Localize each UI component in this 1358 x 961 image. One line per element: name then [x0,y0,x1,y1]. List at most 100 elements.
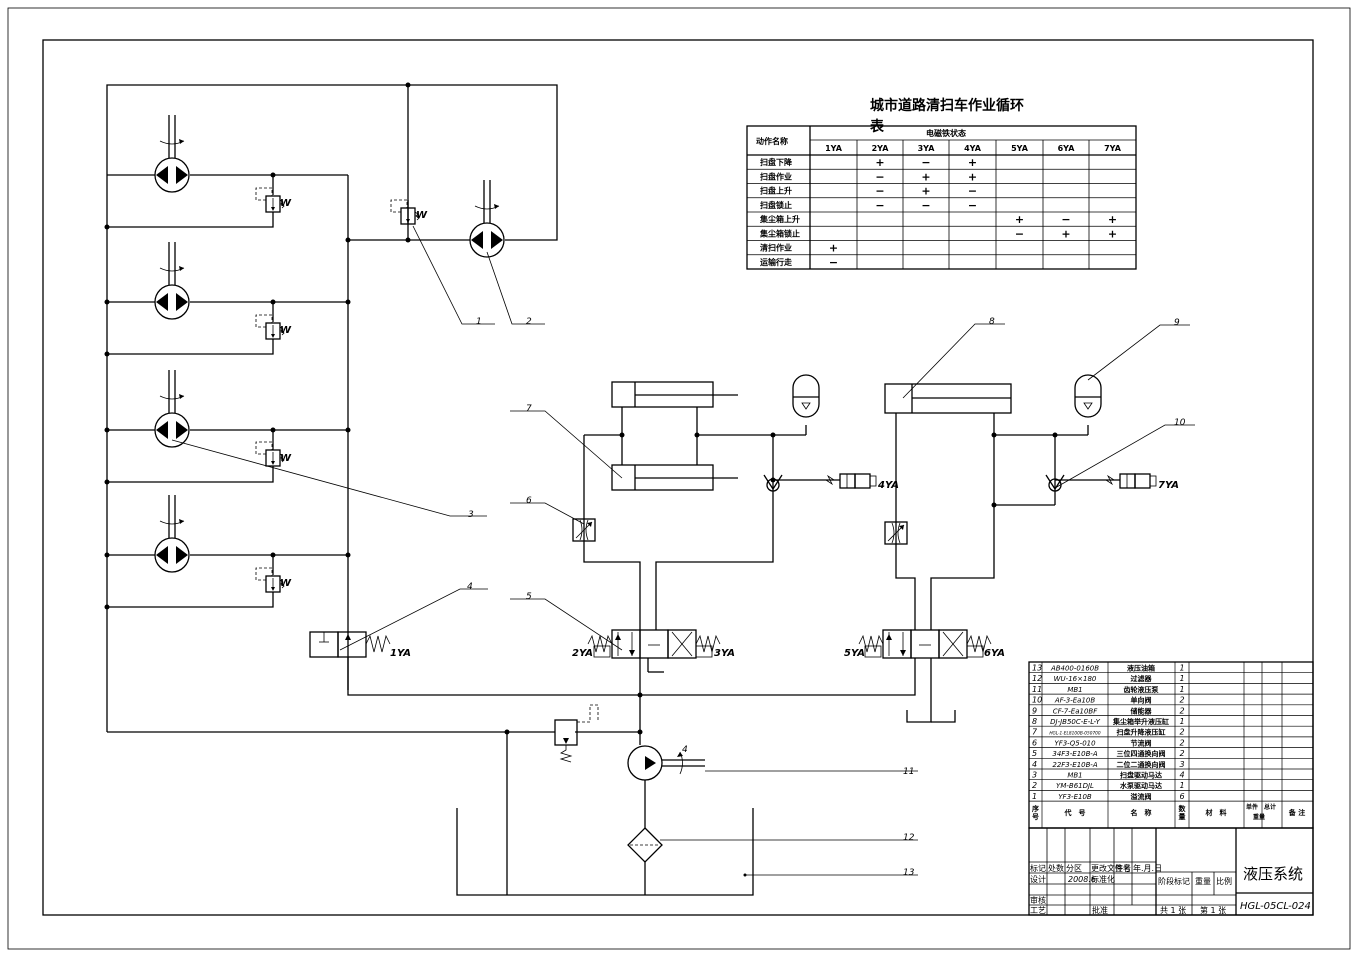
coil-label: 7YA [1158,480,1179,491]
pump-rotation-label: 4 [682,745,688,755]
bom-code: CF-7-Ea10BF [1053,707,1098,715]
bom-code: MB1 [1067,686,1082,694]
bom-qty: 6 [1179,792,1184,801]
tb-design-date: 2008.6 [1068,875,1096,884]
state-cell: + [1061,227,1070,240]
sweep-disc-cylinders: 4YA [572,374,899,630]
callout-numbers: 1 2 3 4 5 6 7 8 9 10 11 12 13 [467,317,1186,878]
column-header: 6YA [1058,144,1076,153]
state-cell: − [875,185,884,198]
bom-header: 名 称 [1131,808,1152,817]
column-header: 7YA [1104,144,1122,153]
tb-zone: 分区 [1066,864,1082,873]
column-header: 4YA [964,144,982,153]
row-name: 集尘箱锁止 [759,228,800,238]
bom-code: DJ-JB50C-E-L-Y [1050,718,1100,726]
state-cell: + [921,170,930,183]
tb-design: 设计 [1030,874,1046,884]
bom-qty: 1 [1179,664,1184,673]
state-cell: − [921,199,930,212]
valve-1YA: 1YA [309,631,411,659]
row-name: 扫盘作业 [760,171,792,181]
bom-name: 储能器 [1130,706,1153,715]
bom-no: 8 [1032,717,1037,726]
bom-header: 备 注 [1288,808,1305,817]
callout-label: 13 [903,868,915,878]
valve-w-label: W [280,198,292,209]
accumulator-icon [1074,374,1102,418]
row-name: 扫盘锁止 [760,200,792,210]
bom-qty: 2 [1179,749,1184,758]
bom-name: 扫盘驱动马达 [1120,771,1162,780]
valve-w-label: W [416,210,428,221]
state-cell: + [968,170,977,183]
table-title: 城市道路清扫车作业循环 [870,97,1024,114]
callout-label: 2 [526,317,532,327]
bom-no: 3 [1032,771,1037,780]
accumulator-icon [792,374,820,418]
action-header: 动作名称 [756,136,788,146]
callout-label: 12 [903,833,915,843]
tb-scale: 比例 [1216,876,1232,886]
tb-process: 工艺 [1030,906,1046,915]
bom-no: 5 [1032,749,1037,758]
coil-label: 5YA [844,648,865,659]
state-cell: + [1108,227,1117,240]
callout-label: 4 [467,582,473,592]
tb-change-doc: 更改文件号 [1091,863,1131,873]
bom-name: 三位四通换向阀 [1117,749,1166,758]
tb-sign: 签名 [1115,863,1131,873]
bom-qty: 2 [1179,738,1184,747]
callout-label: 5 [526,592,532,602]
bom-qty: 1 [1179,685,1184,694]
bom-name: 液压油箱 [1127,664,1155,673]
bom-name: 扫盘升降液压缸 [1117,728,1166,737]
bom-header: 重量 [1253,813,1265,821]
valve-w-label: W [280,453,292,464]
water-pump-motor [469,222,505,258]
row-name: 运输行走 [760,257,793,267]
callout-label: 1 [476,317,482,327]
valve-2YA-3YA: 2YA 3YA [572,629,735,673]
bom-code: YM-B61DJL [1056,782,1094,790]
oil-tank [456,808,754,896]
bom-no: 6 [1032,738,1037,747]
tb-date: 年.月.日 [1133,863,1162,873]
state-cell: + [829,242,838,255]
bom-no: 10 [1032,696,1042,705]
state-cell: + [968,156,977,169]
tb-weight: 重量 [1195,876,1211,886]
tb-approve: 批准 [1092,905,1108,915]
bom-name: 齿轮液压泵 [1124,685,1159,694]
bom-name: 集尘箱举升液压缸 [1112,717,1169,726]
bom-name: 水泵驱动马达 [1120,781,1162,790]
bom-header: 总计 [1264,803,1276,811]
callout-label: 10 [1174,418,1186,428]
valve-5YA-6YA: 5YA 6YA [844,629,1005,723]
column-header: 2YA [872,144,890,153]
bom-name: 单向阀 [1131,696,1152,705]
bom-no: 11 [1032,685,1042,694]
bom-code: AB400-0160B [1050,665,1099,673]
state-cell: − [921,156,930,169]
tb-count: 处数 [1048,863,1064,873]
bom-name: 二位二通换向阀 [1117,760,1166,769]
bom-header: 单件 [1246,803,1258,811]
tb-total: 共 1 张 [1160,906,1186,915]
coil-label: 6YA [984,648,1005,659]
state-cell: + [1108,213,1117,226]
bom-no: 4 [1032,760,1037,769]
bom-qty: 1 [1179,781,1184,790]
tb-sheet: 第 1 张 [1200,905,1226,915]
dust-box-cylinder: 7YA [884,374,1179,630]
valve-w-label: W [280,578,292,589]
bom-qty: 1 [1179,674,1184,683]
tb-stage: 阶段标记 [1158,876,1190,886]
column-header: 5YA [1011,144,1029,153]
column-header: 1YA [825,144,843,153]
bom-no: 1 [1032,792,1037,801]
tb-review: 审核 [1030,895,1046,905]
bom-header: 序 [1031,804,1039,813]
